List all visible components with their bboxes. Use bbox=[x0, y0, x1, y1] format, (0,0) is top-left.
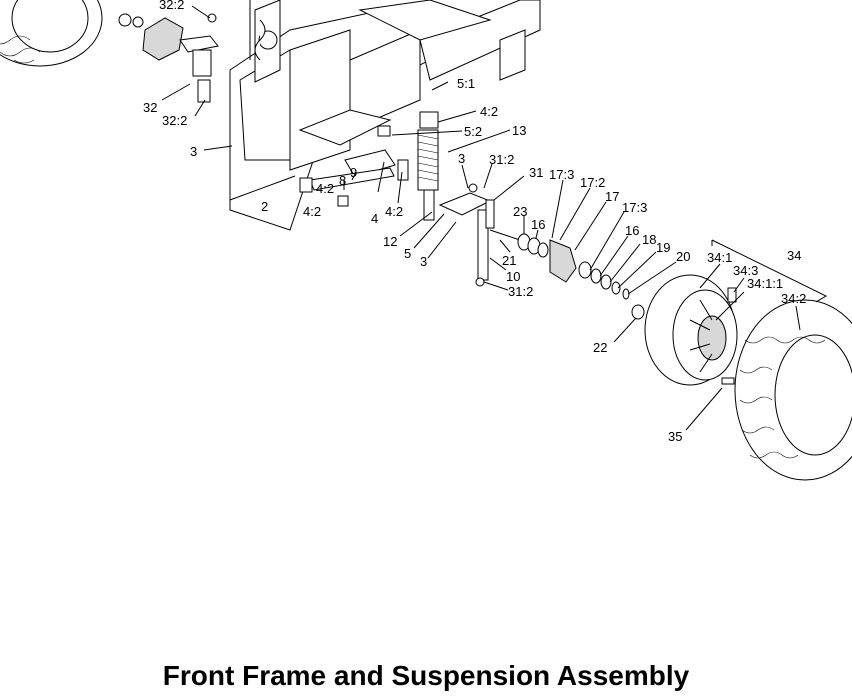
callout-2: 2 bbox=[261, 199, 268, 214]
callout-17-3: 17:3 bbox=[622, 200, 647, 215]
callout-31-2-top: 31:2 bbox=[489, 152, 514, 167]
callout-17: 17 bbox=[605, 189, 619, 204]
callout-18: 18 bbox=[642, 232, 656, 247]
left-tire bbox=[0, 0, 103, 67]
right-wheel-rim bbox=[644, 274, 738, 386]
callout-22: 22 bbox=[593, 340, 607, 355]
callout-5: 5 bbox=[404, 246, 411, 261]
callout-3-low: 3 bbox=[420, 254, 427, 269]
callout-4-2-mid: 4:2 bbox=[316, 181, 334, 196]
callout-32: 32 bbox=[143, 100, 157, 115]
figure-caption: Front Frame and Suspension Assembly bbox=[162, 660, 690, 691]
callout-3-mid: 3 bbox=[458, 151, 465, 166]
callout-8: 8 bbox=[339, 173, 346, 188]
leader-lines bbox=[161, 5, 801, 431]
callout-21: 21 bbox=[502, 253, 516, 268]
left-hub-assembly bbox=[118, 13, 219, 103]
callout-34-1: 34:1 bbox=[707, 250, 732, 265]
callout-32-2-top: 32:2 bbox=[159, 0, 184, 12]
callout-34-3: 34:3 bbox=[733, 263, 758, 278]
right-spindle-hub bbox=[438, 183, 645, 320]
callout-4: 4 bbox=[371, 211, 378, 226]
callout-31-2-low: 31:2 bbox=[508, 284, 533, 299]
callout-35: 35 bbox=[668, 429, 682, 444]
group-34-bracket bbox=[711, 239, 828, 303]
callout-34-1-1: 34:1:1 bbox=[747, 276, 783, 291]
front-frame bbox=[229, 0, 541, 231]
right-tire bbox=[734, 299, 852, 481]
callout-4-2-right: 4:2 bbox=[385, 204, 403, 219]
callout-5-2: 5:2 bbox=[464, 124, 482, 139]
callout-13: 13 bbox=[512, 123, 526, 138]
callout-10: 10 bbox=[506, 269, 520, 284]
callout-3-left: 3 bbox=[190, 144, 197, 159]
callout-16: 16 bbox=[625, 223, 639, 238]
callout-16-top: 16 bbox=[531, 217, 545, 232]
callout-34-2: 34:2 bbox=[781, 291, 806, 306]
callout-17-3-top: 17:3 bbox=[549, 167, 574, 182]
callout-labels: 32:2 32 32:2 3 2 5:1 4:2 5:2 13 9 8 4:2 … bbox=[143, 0, 806, 444]
callout-32-2: 32:2 bbox=[162, 113, 187, 128]
callout-9: 9 bbox=[350, 165, 357, 180]
callout-4-2-top: 4:2 bbox=[480, 104, 498, 119]
callout-31: 31 bbox=[529, 165, 543, 180]
callout-34: 34 bbox=[787, 248, 801, 263]
callout-17-2: 17:2 bbox=[580, 175, 605, 190]
callout-12: 12 bbox=[383, 234, 397, 249]
callout-19: 19 bbox=[656, 240, 670, 255]
callout-23: 23 bbox=[513, 204, 527, 219]
callout-4-2-low: 4:2 bbox=[303, 204, 321, 219]
callout-20: 20 bbox=[676, 249, 690, 264]
callout-5-1: 5:1 bbox=[457, 76, 475, 91]
